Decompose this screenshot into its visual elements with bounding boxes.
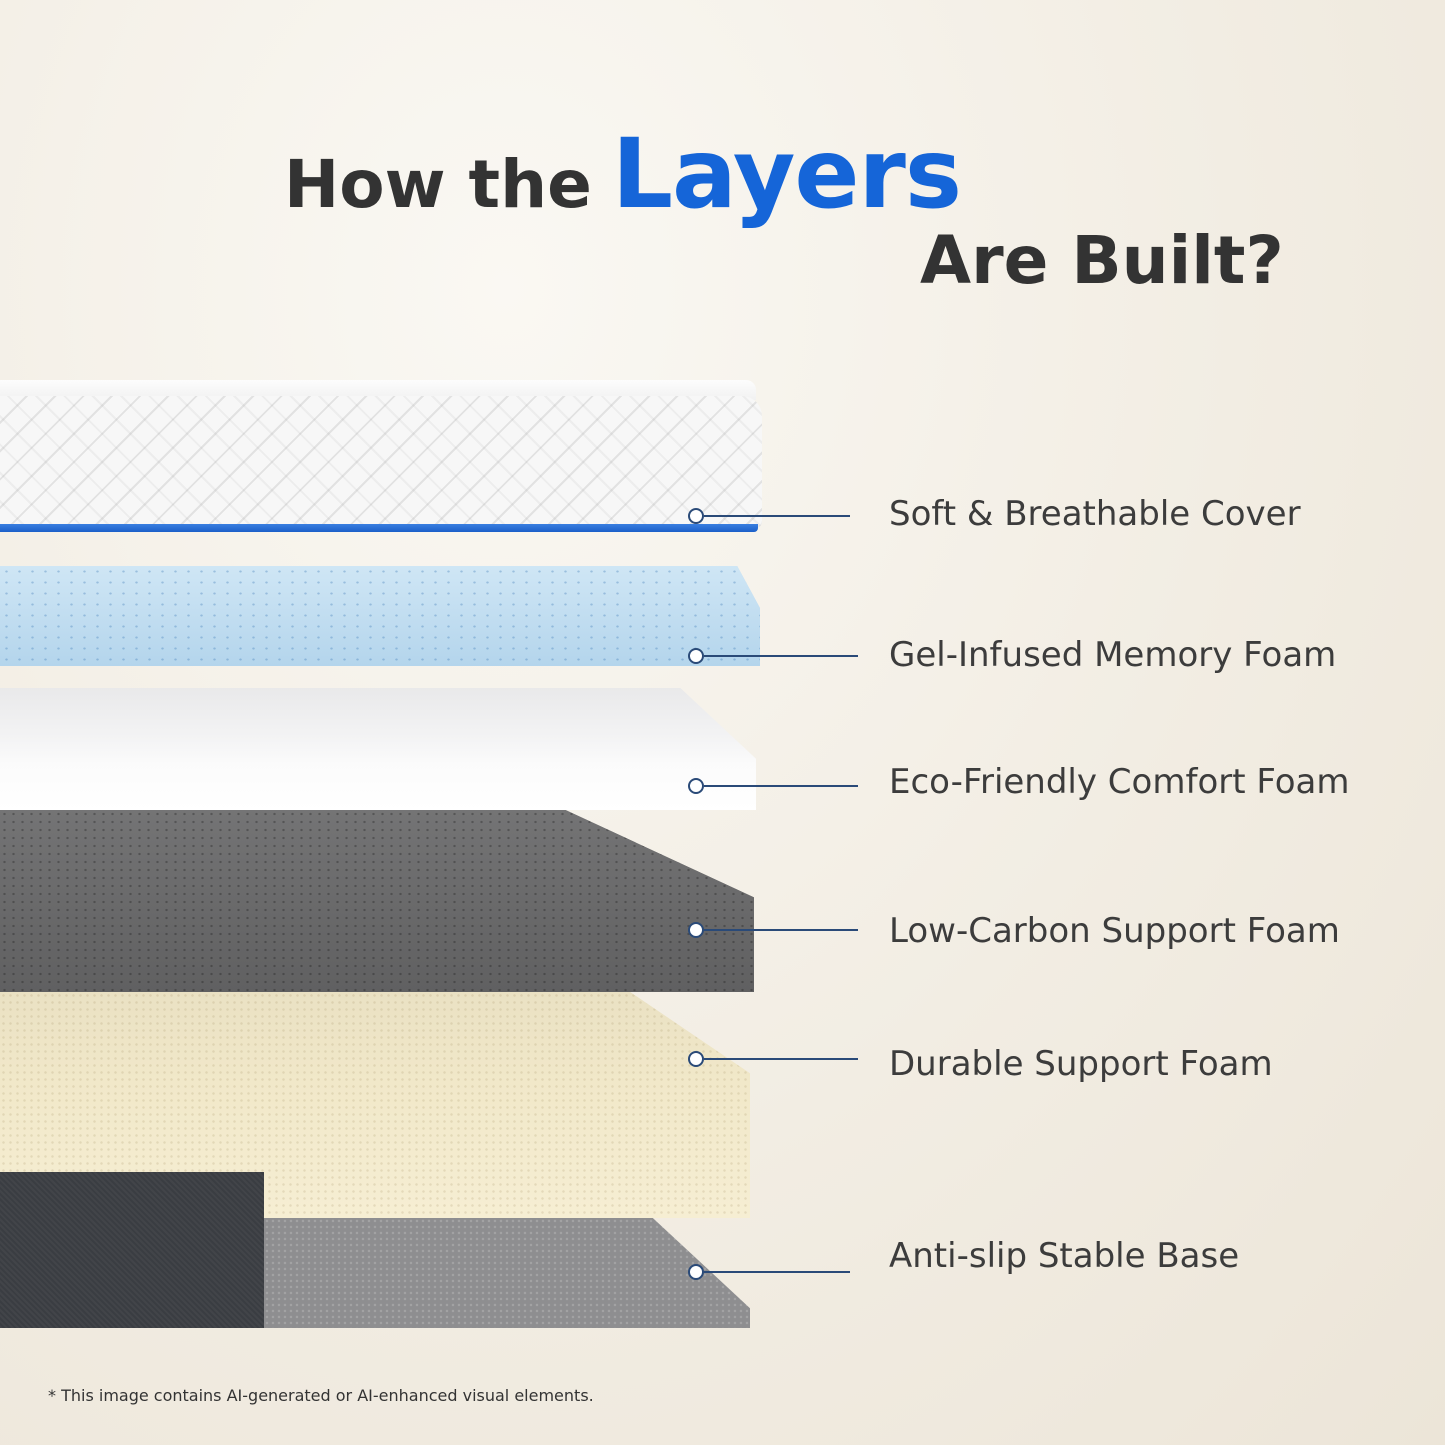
low-carbon-support-foam-layer: [0, 810, 754, 992]
label-low-carbon: Low-Carbon Support Foam: [889, 911, 1340, 951]
callout-line: [704, 929, 858, 931]
callout-dot: [688, 508, 704, 524]
label-durable: Durable Support Foam: [889, 1044, 1273, 1084]
eco-comfort-foam-layer: [0, 688, 756, 810]
ai-disclaimer-footnote: * This image contains AI-generated or AI…: [48, 1386, 594, 1405]
label-eco: Eco-Friendly Comfort Foam: [889, 762, 1350, 802]
label-cover: Soft & Breathable Cover: [889, 494, 1301, 534]
gel-memory-foam-layer: [0, 566, 760, 666]
cover-layer: [0, 396, 762, 528]
title-prefix: How the: [284, 146, 592, 223]
title-line-2: Are Built?: [920, 222, 1284, 299]
title-accent: Layers: [611, 118, 962, 230]
cover-layer-edge-strip: [0, 524, 758, 532]
callout-dot: [688, 1051, 704, 1067]
callout-dot: [688, 778, 704, 794]
callout-line: [704, 515, 850, 517]
callout-line: [704, 1058, 858, 1060]
label-gel: Gel-Infused Memory Foam: [889, 635, 1337, 675]
cover-layer-top: [0, 380, 756, 400]
callout-dot: [688, 922, 704, 938]
callout-line: [704, 655, 858, 657]
anti-slip-base-layer: [264, 1218, 750, 1328]
callout-line: [704, 1271, 850, 1273]
callout-dot: [688, 1264, 704, 1280]
label-base: Anti-slip Stable Base: [889, 1236, 1240, 1276]
base-layer-side-fabric: [0, 1172, 264, 1328]
callout-dot: [688, 648, 704, 664]
callout-line: [704, 785, 858, 787]
